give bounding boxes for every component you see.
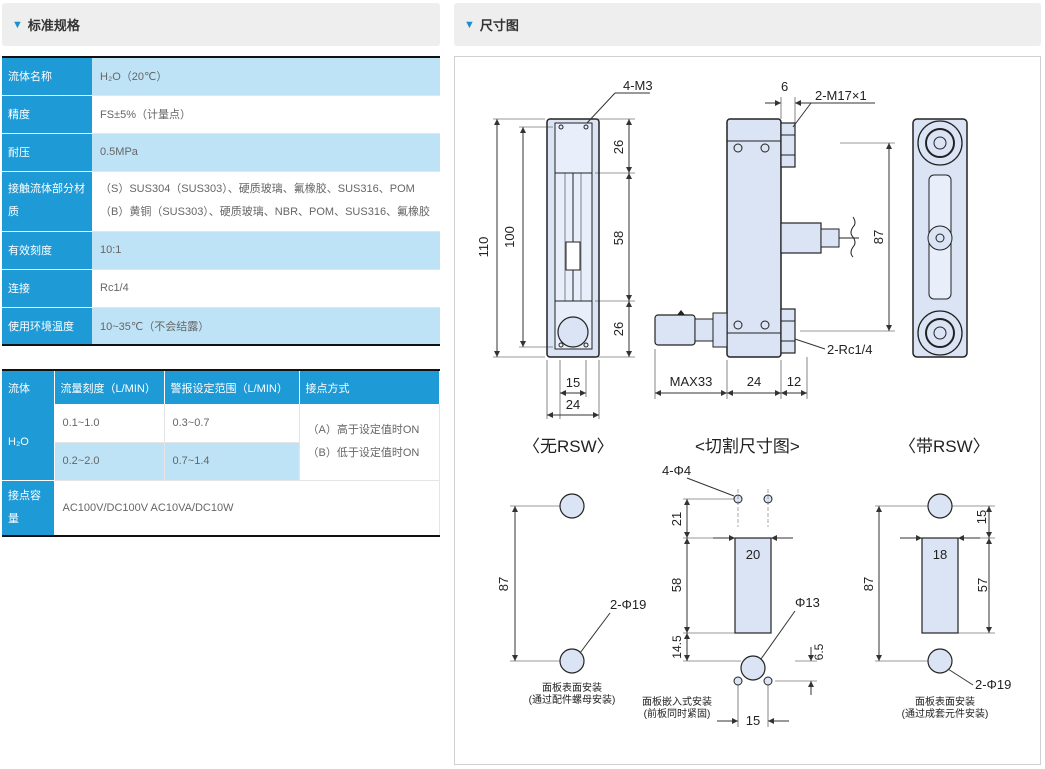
dim-24: 24 bbox=[566, 397, 580, 412]
dim-15: 15 bbox=[566, 375, 580, 390]
spec-row: 使用环境温度 10~35℃（不会结露） bbox=[2, 307, 440, 346]
spec-row: 流体名称 H₂O（20℃） bbox=[2, 57, 440, 96]
dim-15-cut: 15 bbox=[746, 713, 760, 728]
dim-58-cut: 58 bbox=[669, 578, 684, 592]
capacity-key: 接点容量 bbox=[2, 480, 55, 537]
table-row: 0.2~2.0 0.7~1.4 bbox=[2, 442, 440, 481]
spec-row: 耐压 0.5MPa bbox=[2, 133, 440, 172]
rsw-view bbox=[912, 118, 968, 358]
note-cut-2: (前板同时紧固) bbox=[644, 707, 711, 720]
dim-110: 110 bbox=[476, 237, 491, 258]
dim-6-5: 6.5 bbox=[812, 643, 826, 660]
dimension-svg: 4-M3 110 100 26 58 26 15 24 bbox=[476, 78, 1011, 728]
spec-value: （S）SUS304（SUS303）、硬质玻璃、氟橡胶、SUS316、POM （B… bbox=[92, 171, 440, 232]
spec-key: 精度 bbox=[2, 95, 92, 134]
dim-21: 21 bbox=[669, 512, 684, 526]
dim-26b: 26 bbox=[611, 322, 626, 336]
spec-key: 接触流体部分材质 bbox=[2, 171, 92, 232]
spec-value: 10:1 bbox=[92, 231, 440, 270]
spec-table: 流体名称 H₂O（20℃） 精度 FS±5%（计量点） 耐压 0.5MPa 接触… bbox=[2, 56, 440, 346]
spec-value: 10~35℃（不会结露） bbox=[92, 307, 440, 346]
header-range: 流量刻度（L/MIN） bbox=[54, 370, 165, 404]
front-view: 4-M3 110 100 26 58 26 15 24 bbox=[476, 78, 653, 419]
dim-24-side: 24 bbox=[747, 374, 761, 389]
dim-15-right: 15 bbox=[974, 510, 989, 524]
header-alarm: 警报设定范围（L/MIN） bbox=[164, 370, 300, 404]
contact-cell: （A）高于设定值时ON （B）低于设定值时ON bbox=[299, 404, 440, 481]
material-s: （S）SUS304（SUS303）、硬质玻璃、氟橡胶、SUS316、POM bbox=[100, 183, 415, 195]
dim-18: 18 bbox=[933, 547, 947, 562]
label-no-rsw: 〈无RSW〉 bbox=[523, 437, 614, 456]
triangle-down-icon: ▼ bbox=[12, 18, 23, 31]
dim-phi19-right: 2-Φ19 bbox=[975, 677, 1011, 692]
spec-key: 流体名称 bbox=[2, 57, 92, 96]
range-cell: 0.2~2.0 bbox=[54, 442, 165, 481]
header-fluid: 流体 bbox=[2, 370, 55, 404]
dim-12: 12 bbox=[787, 374, 801, 389]
panel-left: 87 2-Φ19 面板表面安装 (通过配件螺母安装) bbox=[496, 493, 646, 706]
dim-section-title: 尺寸图 bbox=[479, 18, 519, 33]
dim-m17: 2-M17×1 bbox=[815, 88, 867, 103]
material-b: （B）黄铜（SUS303）、硬质玻璃、NBR、POM、SUS316、氟橡胶 bbox=[100, 206, 431, 218]
contact-a: （A）高于设定值时ON bbox=[307, 423, 420, 436]
dim-rc: 2-Rc1/4 bbox=[827, 342, 873, 357]
spec-value: FS±5%（计量点） bbox=[92, 95, 440, 134]
dim-87-right: 87 bbox=[861, 577, 876, 591]
note-left-2: (通过配件螺母安装) bbox=[529, 693, 616, 706]
dim-58: 58 bbox=[611, 231, 626, 245]
note-cut-1: 面板嵌入式安装 bbox=[642, 695, 712, 708]
spec-row: 精度 FS±5%（计量点） bbox=[2, 95, 440, 134]
note-right-2: (通过成套元件安装) bbox=[902, 707, 989, 720]
table-row: 接点容量 AC100V/DC100V AC10VA/DC10W bbox=[2, 480, 440, 537]
spec-key: 连接 bbox=[2, 269, 92, 308]
alarm-cell: 0.7~1.4 bbox=[164, 442, 300, 481]
spec-key: 使用环境温度 bbox=[2, 307, 92, 346]
spec-row: 有效刻度 10:1 bbox=[2, 231, 440, 270]
label-cut: <切割尺寸图> bbox=[695, 437, 800, 456]
spec-section-title: 标准规格 bbox=[27, 18, 80, 33]
side-view: 6 2-M17×1 87 2-Rc1/4 MAX33 24 12 bbox=[654, 79, 895, 399]
spec-key: 有效刻度 bbox=[2, 231, 92, 270]
dim-14-5: 14.5 bbox=[670, 635, 684, 659]
spec-value: Rc1/4 bbox=[92, 269, 440, 308]
range-cell: 0.1~1.0 bbox=[54, 404, 165, 443]
dim-section-header: ▼ 尺寸图 bbox=[454, 3, 1041, 46]
note-right-1: 面板表面安装 bbox=[915, 695, 975, 708]
dim-100: 100 bbox=[502, 226, 517, 248]
dim-87-side: 87 bbox=[871, 230, 886, 244]
dim-phi19-left: 2-Φ19 bbox=[610, 597, 646, 612]
panel-cut: 20 4-Φ4 21 58 14.5 Φ13 6.5 15 面板嵌入式安装 (前… bbox=[642, 463, 826, 728]
dim-m3: 4-M3 bbox=[623, 78, 653, 93]
contact-b: （B）低于设定值时ON bbox=[307, 446, 420, 459]
spec-key: 耐压 bbox=[2, 133, 92, 172]
note-left-1: 面板表面安装 bbox=[542, 681, 602, 694]
spec-row: 接触流体部分材质 （S）SUS304（SUS303）、硬质玻璃、氟橡胶、SUS3… bbox=[2, 171, 440, 232]
triangle-down-icon: ▼ bbox=[464, 18, 475, 31]
alarm-table: 流体 流量刻度（L/MIN） 警报设定范围（L/MIN） 接点方式 H₂O 0.… bbox=[2, 369, 440, 537]
spec-section-header: ▼ 标准规格 bbox=[2, 3, 440, 46]
table-row: H₂O 0.1~1.0 0.3~0.7 （A）高于设定值时ON （B）低于设定值… bbox=[2, 404, 440, 481]
dim-6: 6 bbox=[781, 79, 788, 94]
dim-max33: MAX33 bbox=[670, 374, 713, 389]
panel-right: 18 87 15 57 2-Φ19 面板表面安装 (通过成套元件安装) bbox=[861, 493, 1011, 720]
dim-phi4: 4-Φ4 bbox=[662, 463, 691, 478]
spec-value: 0.5MPa bbox=[92, 133, 440, 172]
dimension-drawing: 4-M3 110 100 26 58 26 15 24 bbox=[454, 56, 1041, 765]
alarm-cell: 0.3~0.7 bbox=[164, 404, 300, 443]
dim-26a: 26 bbox=[611, 140, 626, 154]
spec-value: H₂O（20℃） bbox=[92, 57, 440, 96]
header-contact: 接点方式 bbox=[299, 370, 440, 404]
dim-87-left: 87 bbox=[496, 577, 511, 591]
label-rsw: 〈带RSW〉 bbox=[899, 437, 990, 456]
dim-57: 57 bbox=[975, 578, 990, 592]
alarm-header-row: 流体 流量刻度（L/MIN） 警报设定范围（L/MIN） 接点方式 bbox=[2, 370, 440, 404]
fluid-cell: H₂O bbox=[2, 404, 55, 481]
spec-row: 连接 Rc1/4 bbox=[2, 269, 440, 308]
capacity-value: AC100V/DC100V AC10VA/DC10W bbox=[54, 480, 440, 537]
dim-phi13: Φ13 bbox=[795, 595, 820, 610]
dim-20: 20 bbox=[746, 547, 760, 562]
